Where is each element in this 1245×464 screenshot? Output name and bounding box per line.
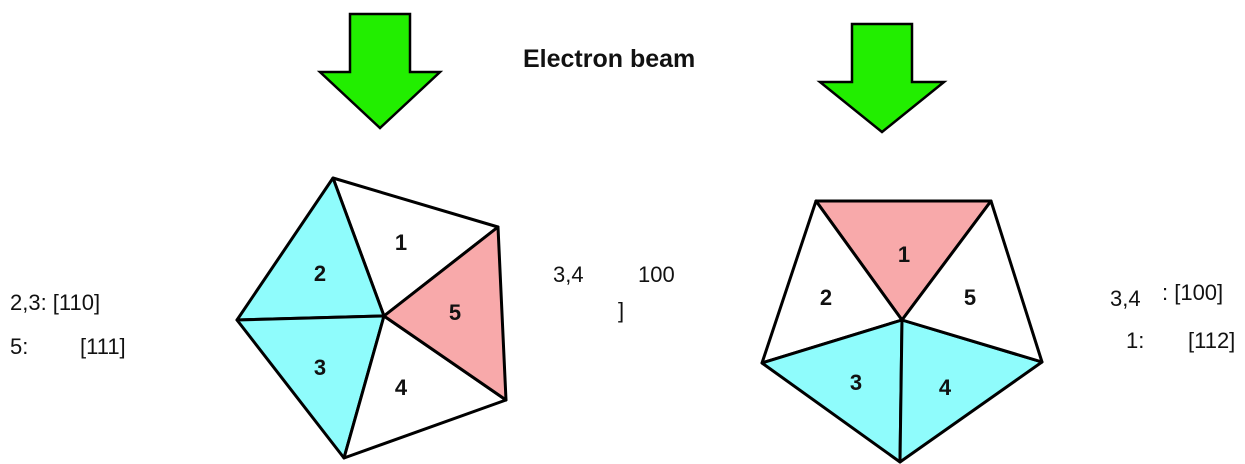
left-pentagon [235,176,508,460]
right-triangle-label-4: 4 [939,375,952,400]
left-right-note-value: 100 [638,262,675,287]
left-triangle-label-4: 4 [395,375,408,400]
right-triangle-label-1: 1 [898,242,910,267]
right-triangle-label-2: 2 [820,285,832,310]
right-pentagon [760,199,1044,464]
right-note-line2-prefix: 1: [1126,328,1145,353]
right-triangle-label-5: 5 [964,285,976,310]
left-note-line2-value: [111] [80,334,126,359]
left-triangle-5 [382,225,508,402]
left-right-note-prefix: 3,4 [553,262,584,287]
left-triangle-label-5: 5 [449,300,461,325]
right-note-line1-value: : [100] [1162,280,1224,305]
right-note-line1-prefix: 3,4 [1110,286,1141,311]
left-triangle-label-1: 1 [395,230,407,255]
right-triangle-5 [900,199,1044,364]
electron-beam-arrow-left [316,12,444,130]
right-triangle-label-3: 3 [850,370,862,395]
left-note-line2-prefix: 5: [10,334,29,359]
left-note-line1: 2,3: [110] [10,290,101,315]
electron-beam-arrow-right [816,22,948,134]
diagram-title: Electron beam [523,45,696,73]
right-note-line2-value: [112] [1188,328,1236,353]
left-triangle-label-3: 3 [314,355,326,380]
left-triangle-label-2: 2 [314,261,326,286]
left-right-note-bracket: ] [618,298,625,323]
